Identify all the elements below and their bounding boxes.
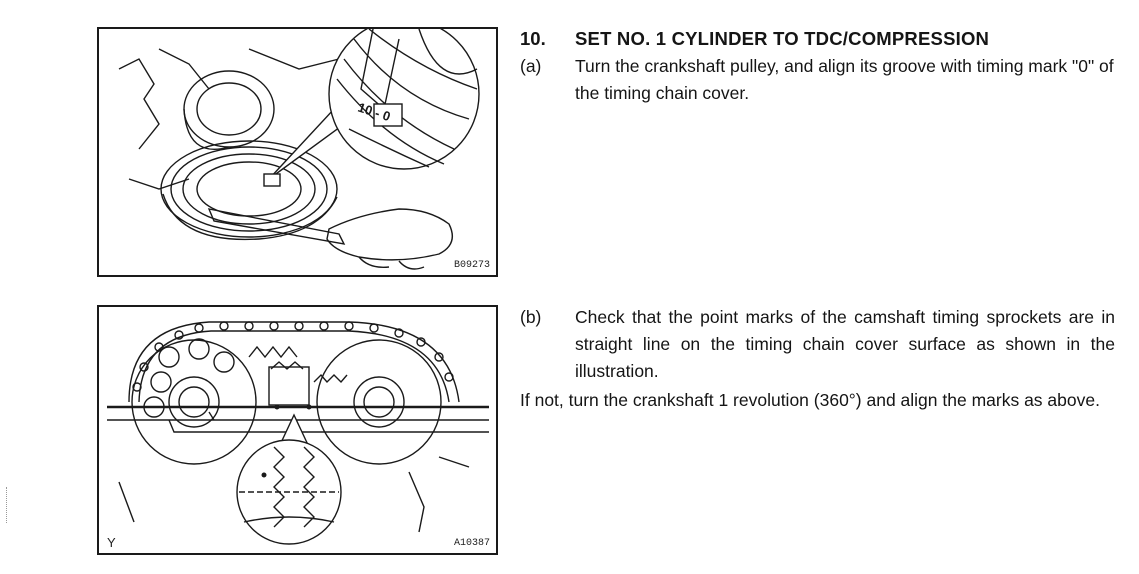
note-text: If not, turn the crankshaft 1 revolution…	[520, 390, 1100, 410]
figure-code: A10387	[453, 538, 490, 549]
substep-a-text: Turn the crankshaft pulley, and align it…	[575, 56, 1114, 103]
substep-b-text: Check that the point marks of the camsha…	[575, 307, 1115, 381]
step-number: 10.	[520, 28, 546, 49]
substep-b-label: (b)	[520, 307, 542, 327]
margin-mark	[6, 487, 13, 523]
figure-corner-label: Y	[107, 535, 116, 550]
camshaft-sprocket-figure: Y A10387	[97, 305, 498, 555]
substep-a-label: (a)	[520, 56, 542, 76]
step-title: SET NO. 1 CYLINDER TO TDC/COMPRESSION	[575, 28, 990, 49]
crankshaft-pulley-figure: 10 - 0 B09273	[97, 27, 498, 277]
camshaft-sprocket-drawing	[107, 321, 489, 545]
figure-code: B09273	[453, 260, 490, 271]
crankshaft-pulley-drawing: 10 - 0	[118, 29, 480, 270]
